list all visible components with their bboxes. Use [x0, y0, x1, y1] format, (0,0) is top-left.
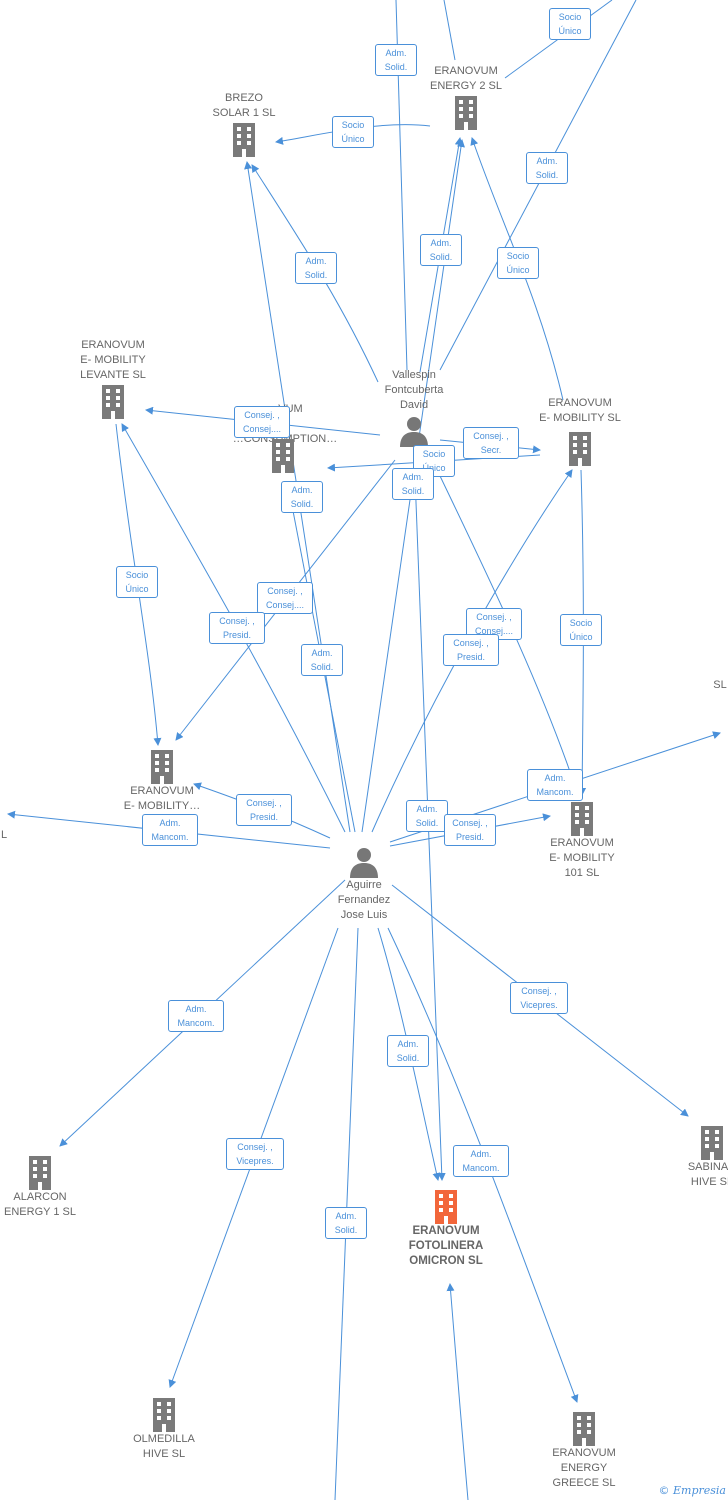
node-label: SL: [713, 679, 727, 691]
company-node-brezo[interactable]: BREZO SOLAR 1 SL: [196, 91, 292, 157]
copyright-credit: © Empresia: [659, 1484, 727, 1497]
relation-badge[interactable]: Adm. Solid.: [406, 800, 448, 832]
relation-badge[interactable]: Socio Único: [497, 247, 539, 279]
node-label: SABINAR HIVE SL: [687, 1161, 728, 1188]
company-node-sabina[interactable]: SABINAR HIVE SL: [676, 1124, 728, 1190]
company-node-alarcon[interactable]: ALARCON ENERGY 1 SL: [0, 1154, 80, 1220]
node-label: ERANOVUM FOTOLINERA OMICRON SL: [408, 1225, 484, 1267]
relation-badge[interactable]: Adm. Solid.: [526, 152, 568, 184]
node-label: ERANOVUM E- MOBILITY 101 SL: [549, 837, 615, 879]
building-icon: [569, 432, 591, 466]
relation-badge[interactable]: Adm. Mancom.: [168, 1000, 224, 1032]
relation-badge[interactable]: Consej. , Presid.: [443, 634, 499, 666]
company-node-emob101[interactable]: ERANOVUM E- MOBILITY 101 SL: [530, 800, 634, 881]
relation-badge[interactable]: Adm. Solid.: [387, 1035, 429, 1067]
relation-badge[interactable]: Consej. , Presid.: [444, 814, 496, 846]
relation-badge[interactable]: Consej. , Presid.: [209, 612, 265, 644]
building-icon: [455, 96, 477, 130]
relation-badge[interactable]: Adm. Mancom.: [142, 814, 198, 846]
company-node-omicron-main[interactable]: ERANOVUM FOTOLINERA OMICRON SL: [394, 1188, 498, 1269]
company-node-greece[interactable]: ERANOVUM ENERGY GREECE SL: [536, 1410, 632, 1491]
relation-badge[interactable]: Adm. Solid.: [375, 44, 417, 76]
edge: [443, 0, 456, 61]
person-node-aguirre[interactable]: Aguirre Fernandez Jose Luis: [314, 846, 414, 923]
node-label: L: [0, 829, 8, 841]
company-node-emob-left[interactable]: ERANOVUM E- MOBILITY…: [112, 748, 212, 814]
node-label: Aguirre Fernandez Jose Luis: [337, 879, 391, 921]
edge: [439, 0, 637, 371]
relation-badge[interactable]: Consej. , Consej....: [234, 406, 290, 438]
company-node-olmedilla[interactable]: OLMEDILLA HIVE SL: [116, 1396, 212, 1462]
building-icon: [102, 385, 124, 419]
copyright-symbol: ©: [658, 1484, 670, 1497]
building-icon: [153, 1398, 175, 1432]
building-icon: [435, 1190, 457, 1224]
relation-badge[interactable]: Consej. , Vicepres.: [510, 982, 568, 1014]
node-label: ALARCON ENERGY 1 SL: [4, 1191, 76, 1218]
person-icon: [400, 417, 428, 447]
company-node-energy2[interactable]: ERANOVUM ENERGY 2 SL: [415, 64, 517, 130]
company-node-edge-left[interactable]: L: [0, 828, 8, 843]
edge: [446, 1283, 469, 1500]
building-icon: [573, 1412, 595, 1446]
relation-badge[interactable]: Socio Único: [116, 566, 158, 598]
relation-badge[interactable]: Consej. , Consej....: [257, 582, 313, 614]
node-label: BREZO SOLAR 1 SL: [212, 92, 276, 119]
relation-badge[interactable]: Adm. Solid.: [420, 234, 462, 266]
company-node-emobility[interactable]: ERANOVUM E- MOBILITY SL: [528, 396, 632, 466]
person-node-vallespin[interactable]: Vallespin Fontcuberta David: [364, 368, 464, 447]
relation-badge[interactable]: Socio Único: [549, 8, 591, 40]
building-icon: [151, 750, 173, 784]
company-node-levante[interactable]: ERANOVUM E- MOBILITY LEVANTE SL: [62, 338, 164, 419]
building-icon: [29, 1156, 51, 1190]
relation-badge[interactable]: Adm. Solid.: [301, 644, 343, 676]
relation-badge[interactable]: Adm. Mancom.: [527, 769, 583, 801]
node-label: ERANOVUM E- MOBILITY SL: [539, 397, 621, 424]
relation-badge[interactable]: Socio Único: [560, 614, 602, 646]
building-icon: [272, 439, 294, 473]
node-label: ERANOVUM ENERGY GREECE SL: [552, 1447, 616, 1489]
relation-badge[interactable]: Adm. Solid.: [295, 252, 337, 284]
relation-badge[interactable]: Consej. , Vicepres.: [226, 1138, 284, 1170]
relation-badge[interactable]: Adm. Mancom.: [453, 1145, 509, 1177]
node-label: OLMEDILLA HIVE SL: [133, 1433, 195, 1460]
relation-badge[interactable]: Socio Único: [332, 116, 374, 148]
node-label: Vallespin Fontcuberta David: [384, 369, 444, 411]
relation-badge[interactable]: Consej. , Secr.: [463, 427, 519, 459]
building-icon: [701, 1126, 723, 1160]
company-node-edge-right[interactable]: SL: [712, 678, 728, 693]
node-label: ERANOVUM E- MOBILITY LEVANTE SL: [80, 339, 146, 381]
brand-logo-text: Empresia: [673, 1484, 726, 1497]
node-label: ERANOVUM E- MOBILITY…: [123, 785, 201, 812]
person-icon: [350, 848, 378, 878]
node-label: ERANOVUM ENERGY 2 SL: [430, 65, 502, 92]
relation-badge[interactable]: Adm. Solid.: [281, 481, 323, 513]
building-icon: [233, 123, 255, 157]
relation-badge[interactable]: Adm. Solid.: [325, 1207, 367, 1239]
building-icon: [571, 802, 593, 836]
relation-badge[interactable]: Adm. Solid.: [392, 468, 434, 500]
relation-badge[interactable]: Consej. , Presid.: [236, 794, 292, 826]
